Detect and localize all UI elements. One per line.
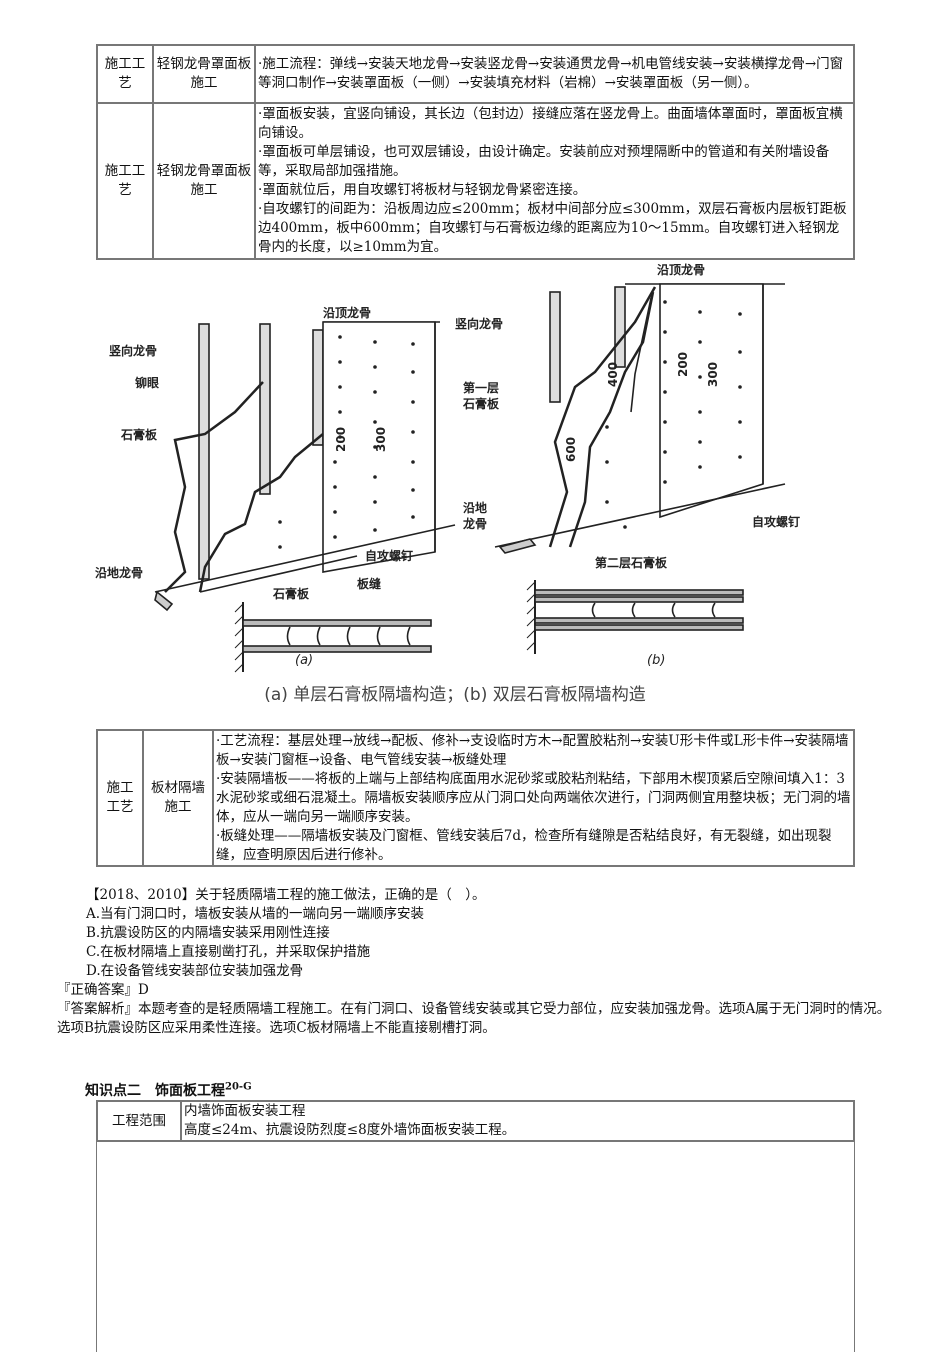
option-a: A.当有门洞口时，墙板安装从墙的一端向另一端顺序安装 [86, 906, 425, 922]
label-floor-keel-a: 沿地龙骨 [95, 565, 143, 580]
screw-dots-b [605, 300, 742, 529]
label-floor-keel-b1: 沿地 [462, 500, 487, 515]
content-cell: ·罩面板安装，宜竖向铺设，其长边（包封边）接缝应落在竖龙骨上。曲面墙体罩面时，罩… [255, 103, 854, 259]
content-line: ·施工流程：弹线→安装天地龙骨→安装竖龙骨→安装通贯龙骨→机电管线安装→安装横撑… [258, 56, 844, 91]
content-line: ·自攻螺钉的间距为：沿板周边应≤200mm；板材中间部分应≤300mm，双层石膏… [258, 201, 847, 255]
scope-line: 高度≤24m、抗震设防烈度≤8度外墙饰面板安装工程。 [184, 1122, 516, 1138]
category-cell: 施工工艺 [97, 103, 153, 259]
label-self-tapping-screw-b: 自攻螺钉 [752, 514, 800, 529]
label-vertical-keel-b: 竖向龙骨 [455, 316, 503, 331]
item-cell: 轻钢龙骨罩面板施工 [153, 103, 255, 259]
panel-b-drawing [494, 283, 786, 554]
option-c: C.在板材隔墙上直接剔凿打孔，并采取保护措施 [86, 944, 371, 960]
label-top-keel-a: 沿顶龙骨 [322, 305, 371, 320]
table-row: 工程范围 内墙饰面板安装工程 高度≤24m、抗震设防烈度≤8度外墙饰面板安装工程… [97, 1101, 854, 1141]
answer-analysis: 『答案解析』本题考查的是轻质隔墙工程施工。在有门洞口、设备管线安装或其它受力部位… [57, 1001, 891, 1036]
section-tag: 20-G [225, 1081, 252, 1093]
label-gypsum-board-a2: 石膏板 [272, 586, 310, 601]
panel-a-tag: (a) [295, 653, 313, 668]
scope-table: 工程范围 内墙饰面板安装工程 高度≤24m、抗震设防烈度≤8度外墙饰面板安装工程… [96, 1100, 855, 1142]
question-stem: 【2018、2010】关于轻质隔墙工程的施工做法，正确的是（ ）。 [86, 887, 486, 903]
content-line: ·安装隔墙板——将板的上端与上部结构底面用水泥砂浆或胶粘剂粘结，下部用木楔顶紧后… [216, 770, 851, 825]
category-cell: 施工工艺 [97, 730, 143, 866]
content-line: ·板缝处理——隔墙板安装及门窗框、管线安装后7d，检查所有缝隙是否粘结良好，有无… [216, 827, 832, 863]
scope-content: 内墙饰面板安装工程 高度≤24m、抗震设防烈度≤8度外墙饰面板安装工程。 [181, 1101, 854, 1141]
content-line: ·罩面板安装，宜竖向铺设，其长边（包封边）接缝应落在竖龙骨上。曲面墙体罩面时，罩… [258, 106, 843, 141]
content-cell: ·施工流程：弹线→安装天地龙骨→安装竖龙骨→安装通贯龙骨→机电管线安装→安装横撑… [255, 45, 854, 103]
section-title: 知识点二 饰面板工程20-G [85, 1080, 252, 1100]
screw-dots-a [278, 335, 415, 549]
option-d: D.在设备管线安装部位安装加强龙骨 [86, 963, 304, 979]
option-b: B.抗震设防区的内隔墙安装采用刚性连接 [86, 925, 330, 941]
plan-section-a [234, 602, 432, 673]
content-cell: ·工艺流程：基层处理→放线→配板、修补→支设临时方木→配置胶粘剂→安装U形卡件或… [213, 730, 854, 866]
label-second-layer: 第二层石膏板 [595, 555, 668, 570]
dim-400-b: 400 [606, 362, 620, 387]
label-rivet-hole: 铆眼 [135, 375, 159, 390]
table-row: 施工工艺 轻钢龙骨罩面板施工 ·罩面板安装，宜竖向铺设，其长边（包封边）接缝应落… [97, 103, 854, 259]
panel-b-tag: (b) [647, 653, 665, 668]
label-floor-keel-b2: 龙骨 [463, 516, 487, 531]
scope-label: 工程范围 [97, 1101, 181, 1141]
empty-table-area [96, 1141, 855, 1352]
content-line: ·罩面板可单层铺设，也可双层铺设，由设计确定。安装前应对预埋隔断中的管道和有关附… [258, 144, 830, 179]
table-row: 施工工艺 轻钢龙骨罩面板施工 ·施工流程：弹线→安装天地龙骨→安装竖龙骨→安装通… [97, 45, 854, 103]
item-cell: 板材隔墙施工 [143, 730, 213, 866]
section-title-text: 知识点二 饰面板工程 [85, 1083, 225, 1099]
label-gypsum-board-a: 石膏板 [120, 427, 158, 442]
table-row: 施工工艺 板材隔墙施工 ·工艺流程：基层处理→放线→配板、修补→支设临时方木→配… [97, 730, 854, 866]
label-top-keel-b: 沿顶龙骨 [656, 262, 705, 277]
correct-answer: 『正确答案』D [57, 982, 149, 998]
partition-wall-figure: 竖向龙骨 铆眼 石膏板 沿地龙骨 沿顶龙骨 自攻螺钉 板缝 石膏板 200 30… [95, 262, 800, 705]
dim-300-b: 300 [706, 362, 720, 387]
figure-caption: (a) 单层石膏板隔墙构造；(b) 双层石膏板隔墙构造 [264, 684, 646, 705]
label-first-layer-1: 第一层 [463, 380, 499, 395]
content-line: ·工艺流程：基层处理→放线→配板、修补→支设临时方木→配置胶粘剂→安装U形卡件或… [216, 732, 849, 768]
dim-300-a: 300 [374, 427, 388, 452]
content-line: ·罩面就位后，用自攻螺钉将板材与轻钢龙骨紧密连接。 [258, 182, 587, 198]
plan-section-b [526, 580, 744, 654]
process-table-board-partition: 施工工艺 板材隔墙施工 ·工艺流程：基层处理→放线→配板、修补→支设临时方木→配… [96, 729, 855, 867]
dim-200-b: 200 [676, 352, 690, 377]
label-first-layer-2: 石膏板 [462, 396, 500, 411]
label-self-tapping-screw-a: 自攻螺钉 [365, 548, 413, 563]
category-cell: 施工工艺 [97, 45, 153, 103]
dim-600-b: 600 [564, 437, 578, 462]
label-board-joint: 板缝 [357, 576, 381, 591]
scope-line: 内墙饰面板安装工程 [184, 1103, 306, 1119]
panel-a-drawing [154, 321, 456, 612]
item-cell: 轻钢龙骨罩面板施工 [153, 45, 255, 103]
label-vertical-keel-a: 竖向龙骨 [109, 343, 157, 358]
exam-question: 【2018、2010】关于轻质隔墙工程的施工做法，正确的是（ ）。 A.当有门洞… [86, 886, 485, 981]
process-table-light-steel: 施工工艺 轻钢龙骨罩面板施工 ·施工流程：弹线→安装天地龙骨→安装竖龙骨→安装通… [96, 44, 855, 260]
dim-200-a: 200 [334, 427, 348, 452]
